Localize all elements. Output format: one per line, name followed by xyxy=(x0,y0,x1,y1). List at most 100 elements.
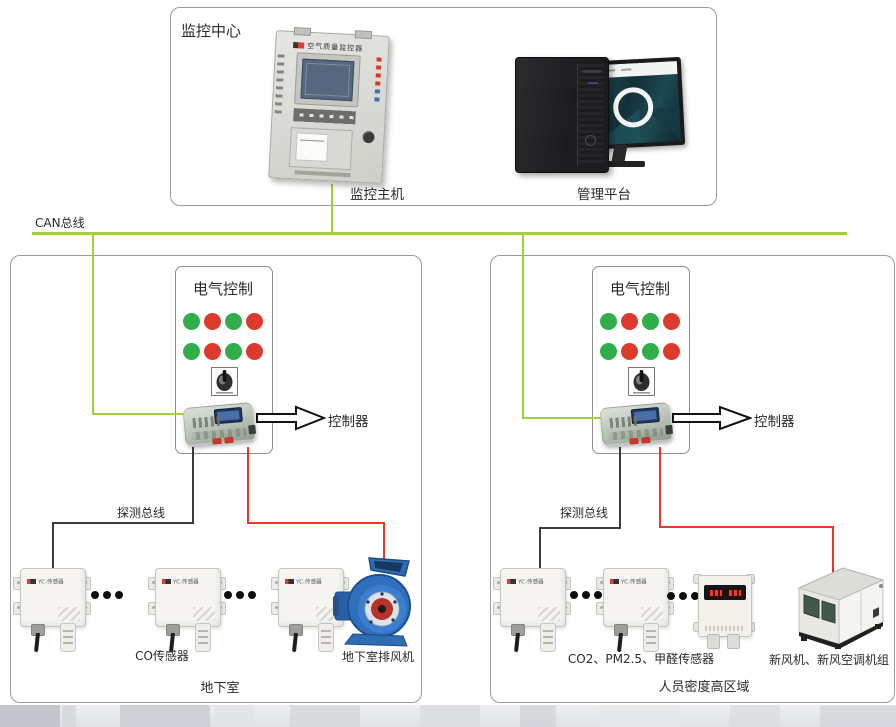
red-indicator-light xyxy=(663,343,680,360)
actuator-label-left: 地下室排风机 xyxy=(341,650,415,664)
tower-usb-ports xyxy=(588,82,598,84)
controller-label-left: 控制器 xyxy=(328,414,369,430)
red-indicator-light xyxy=(621,343,638,360)
led-device-gland xyxy=(727,634,740,649)
controller-buttons xyxy=(192,415,224,429)
sensor-housing: YC-传感器 xyxy=(20,568,86,627)
controller-terminal xyxy=(224,436,234,444)
green-indicator-light xyxy=(600,313,617,330)
sensor-label-text: YC-传感器 xyxy=(296,579,322,586)
panel-title-right: 电气控制 xyxy=(609,280,671,298)
controller-buttons xyxy=(609,415,641,429)
host-screen-frame xyxy=(294,52,361,108)
indicator-lights-right xyxy=(600,313,680,360)
sensor-cable xyxy=(34,632,40,653)
detect-bus-right-v1 xyxy=(619,447,621,529)
background-photo-strip xyxy=(0,705,896,727)
controller-body xyxy=(182,402,256,446)
can-bus-label: CAN总线 xyxy=(35,216,85,230)
controller-pointer-arrow-right xyxy=(672,405,752,431)
detect-bus-label-right: 探测总线 xyxy=(559,506,609,520)
controller-connector xyxy=(248,424,256,435)
management-platform-computer xyxy=(515,55,686,177)
controller-device-left xyxy=(182,399,256,449)
green-indicator-light xyxy=(642,343,659,360)
red-indicator-light xyxy=(246,313,263,330)
power-wire-left-v2 xyxy=(383,522,385,565)
host-device-title: 空气质量监控器 xyxy=(306,42,364,54)
air-quality-sensor-device: YC-传感器 xyxy=(493,568,571,653)
host-brand-logo-icon xyxy=(293,41,305,49)
tower-front-panel xyxy=(577,64,604,166)
green-indicator-light xyxy=(225,313,242,330)
area-label-left: 地下室 xyxy=(200,681,240,696)
led-device-vent xyxy=(705,626,745,631)
monitoring-center-title: 监控中心 xyxy=(181,22,242,40)
red-indicator-light xyxy=(204,343,221,360)
red-indicator-light xyxy=(663,313,680,330)
monitor-stand xyxy=(611,145,628,162)
sensors-label-left: CO传感器 xyxy=(135,649,189,663)
green-indicator-light xyxy=(183,343,200,360)
sensor-vent xyxy=(641,607,663,621)
controller-body xyxy=(599,402,673,446)
sensor-label-text: YC-传感器 xyxy=(518,579,544,586)
detect-bus-left-v1 xyxy=(192,447,194,524)
air-quality-monitoring-host-device: 空气质量监控器 xyxy=(268,27,390,184)
sensor-probe xyxy=(60,623,76,652)
sensor-vent xyxy=(193,607,215,621)
sensor-label-text: YC-传感器 xyxy=(621,579,647,586)
led-display-sensor-device xyxy=(693,572,755,649)
sensor-cable xyxy=(514,632,520,653)
sensors-label-right: CO2、PM2.5、甲醛传感器 xyxy=(567,652,715,666)
detect-bus-right-v2 xyxy=(539,527,541,569)
sensor-logo-icon xyxy=(507,579,516,584)
power-wire-left-v1 xyxy=(247,447,249,524)
sensor-vent xyxy=(316,607,338,621)
rotary-switch-right xyxy=(628,367,655,396)
host-printer-paper xyxy=(295,132,329,162)
sensor-housing: YC-传感器 xyxy=(500,568,566,627)
rotary-switch-icon xyxy=(633,370,650,394)
power-wire-right-v2 xyxy=(832,526,834,573)
led-device-gland xyxy=(707,634,720,649)
green-indicator-light xyxy=(642,313,659,330)
sensor-probe xyxy=(195,623,211,652)
sensor-logo-icon xyxy=(285,579,294,584)
fresh-air-unit-device xyxy=(791,560,887,654)
rotary-switch-icon xyxy=(216,370,233,394)
sensor-housing: YC-传感器 xyxy=(155,568,221,627)
sensor-cable xyxy=(292,632,298,653)
air-quality-sensor-device: YC-传感器 xyxy=(596,568,674,653)
sensor-label-text: YC-传感器 xyxy=(38,579,64,586)
sensor-label-text: YC-传感器 xyxy=(173,579,199,586)
controller-pointer-arrow-left xyxy=(256,405,326,431)
green-indicator-light xyxy=(600,343,617,360)
ellipsis-more-sensors xyxy=(667,592,699,600)
host-mount-tab xyxy=(293,27,312,36)
green-indicator-light xyxy=(183,313,200,330)
ellipsis-more-sensors xyxy=(570,591,602,599)
can-drop-left xyxy=(92,232,94,415)
led-device-housing xyxy=(698,575,752,637)
sensor-probe xyxy=(318,623,334,652)
sensor-housing: YC-传感器 xyxy=(603,568,669,627)
controller-device-right xyxy=(599,399,673,449)
can-bus-line xyxy=(32,232,847,235)
power-wire-right-v1 xyxy=(659,447,661,528)
detect-bus-label-left: 探测总线 xyxy=(116,506,166,520)
host-can-drop-wire xyxy=(331,184,333,233)
controller-terminal xyxy=(212,437,222,445)
power-wire-left-h xyxy=(247,522,385,524)
area-label-right: 人员密度高区域 xyxy=(658,680,750,695)
sensor-vent xyxy=(58,607,80,621)
platform-label: 管理平台 xyxy=(577,187,631,203)
host-mount-tab xyxy=(354,30,373,40)
ellipsis-more-sensors xyxy=(224,591,256,599)
red-indicator-light xyxy=(246,343,263,360)
sensor-vent xyxy=(538,607,560,621)
sensor-probe xyxy=(643,623,659,652)
can-drop-right xyxy=(522,232,524,419)
co-sensor-device: YC-传感器 xyxy=(148,568,226,653)
can-drop-left-horizontal xyxy=(92,413,187,415)
